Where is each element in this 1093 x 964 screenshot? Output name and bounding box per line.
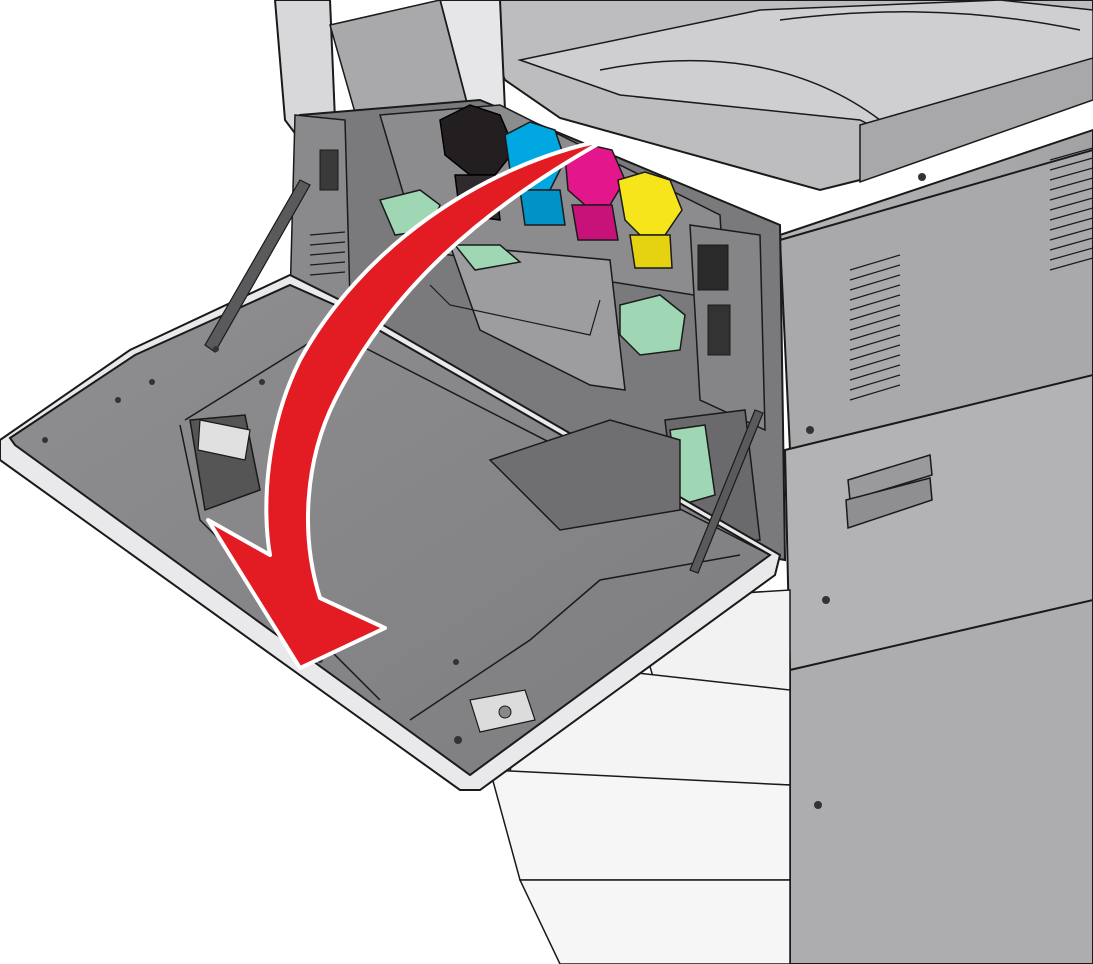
yellow-toner-cartridge (617, 171, 683, 269)
printer-body-right (778, 128, 1093, 964)
output-tray (468, 0, 1093, 192)
green-release-levers (378, 189, 716, 506)
magenta-toner-cartridge (564, 144, 626, 241)
curved-arrow-icon (206, 138, 607, 670)
toner-cartridges (439, 104, 683, 269)
printer-frame-left (273, 0, 507, 142)
paper-drawers (489, 589, 791, 964)
